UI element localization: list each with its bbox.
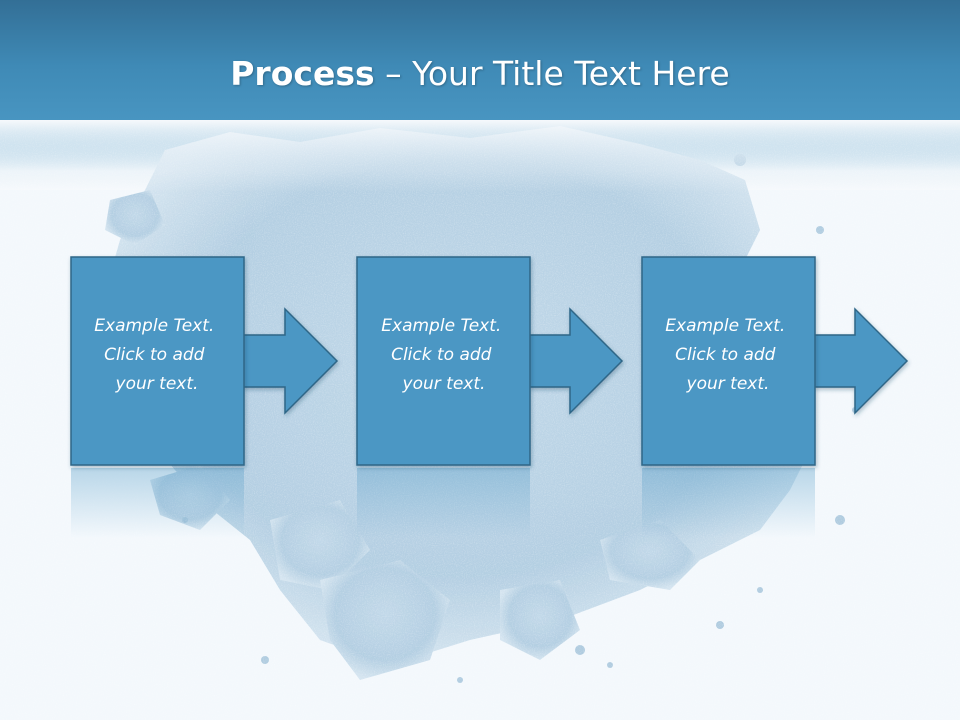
arrow-right-icon — [242, 307, 339, 415]
step-1-line-1: Example Text. — [94, 316, 214, 336]
step-3-reflection — [642, 468, 815, 538]
step-3-box[interactable] — [641, 256, 816, 466]
process-step-1[interactable]: Example Text. Click to add your text. — [70, 256, 339, 538]
step-1-line-3: your text. — [115, 374, 199, 394]
step-3-line-1: Example Text. — [665, 316, 785, 336]
step-3-line-2: Click to add — [675, 345, 776, 365]
step-1-text: Example Text. Click to add your text. — [94, 316, 219, 394]
process-step-3[interactable]: Example Text. Click to add your text. — [641, 256, 909, 538]
step-3-text: Example Text. Click to add your text. — [665, 316, 790, 394]
arrow-right-icon — [813, 307, 909, 415]
step-2-line-2: Click to add — [391, 345, 492, 365]
step-2-line-1: Example Text. — [381, 316, 501, 336]
step-2-reflection — [357, 468, 530, 538]
step-2-text: Example Text. Click to add your text. — [381, 316, 506, 394]
slide-title: Process – Your Title Text Here — [0, 52, 960, 96]
step-1-line-2: Click to add — [104, 345, 205, 365]
process-step-2[interactable]: Example Text. Click to add your text. — [356, 256, 624, 538]
step-2-line-3: your text. — [402, 374, 486, 394]
step-2-box[interactable] — [356, 256, 531, 466]
title-text: – Your Title Text Here — [374, 54, 730, 93]
arrow-right-icon — [528, 307, 624, 415]
step-1-reflection — [71, 468, 244, 538]
step-1-box[interactable] — [70, 256, 245, 466]
title-bold: Process — [230, 54, 375, 93]
step-3-line-3: your text. — [686, 374, 770, 394]
